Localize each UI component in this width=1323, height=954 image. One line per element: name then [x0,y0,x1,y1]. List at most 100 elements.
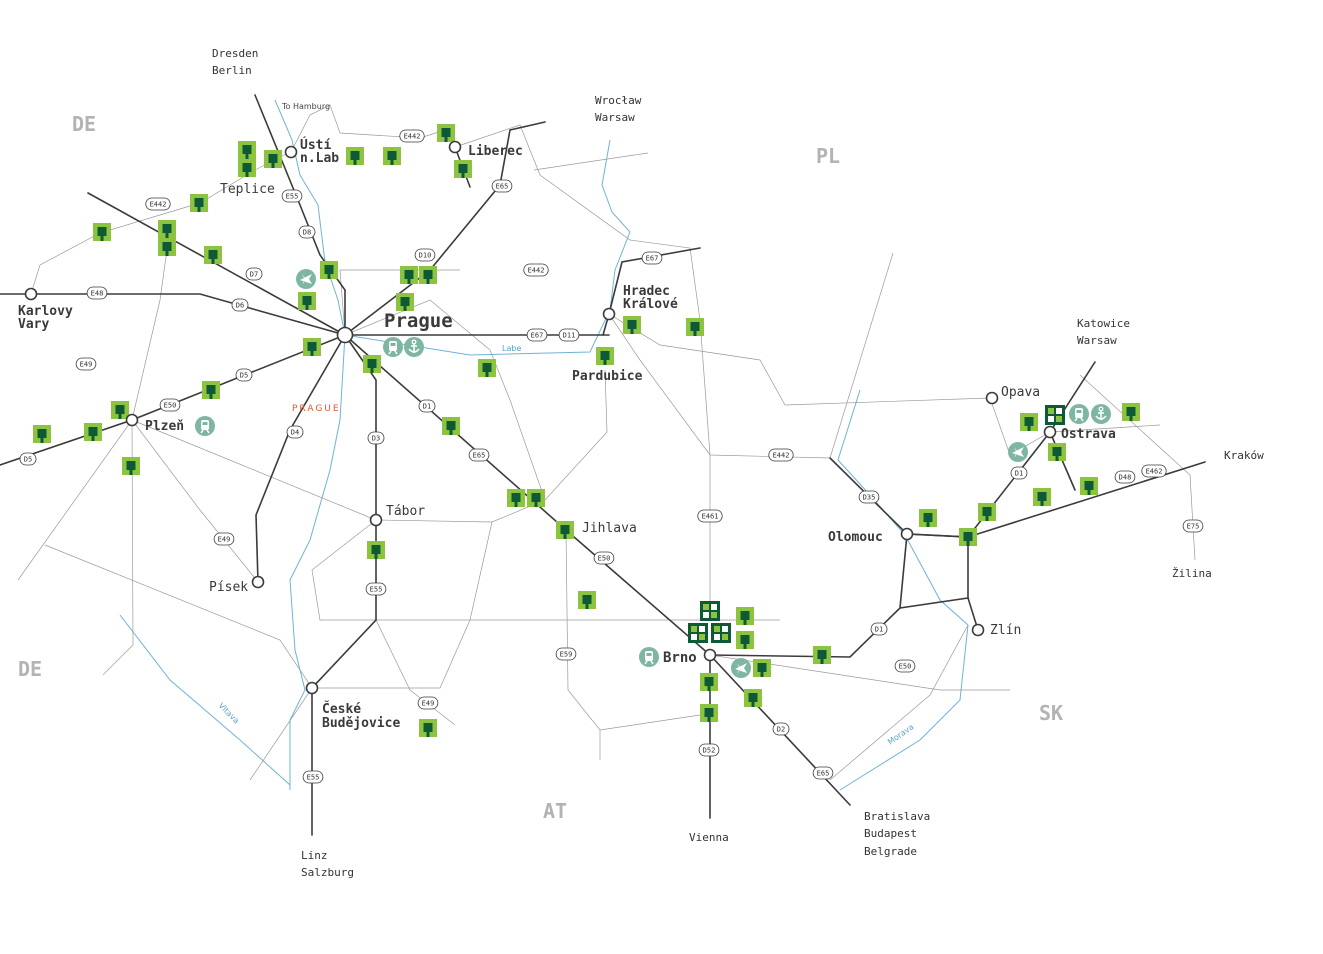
river-label-morava: Morava [886,722,916,746]
dest-krakow: Kraków [1224,449,1264,462]
highway-badge-label: D5 [240,372,248,380]
highway-badge: E49 [213,532,235,546]
train-icon [194,415,216,437]
park-marker [93,223,111,241]
highway-badge: D1 [1010,466,1028,480]
highway-badge-label: D10 [419,252,432,260]
airport-icon [1008,442,1028,462]
park-marker [578,591,596,609]
highway-badge: E442 [399,129,425,143]
highway-badge-label: E442 [404,133,421,141]
city-label-karlovy-1: Karlovy [18,304,73,319]
dest-katowice: Katowice [1077,317,1130,330]
highway-badge-label: E67 [646,255,659,263]
highway-badge-label: E50 [899,663,912,671]
highway-badge: E462 [1141,464,1167,478]
train-icon [1068,403,1090,425]
park-marker [303,338,321,356]
highway-badge: D10 [414,248,436,262]
park-marker [33,425,51,443]
rivers [119,99,969,791]
highway-badge-label: E67 [531,332,544,340]
park-marker [978,503,996,521]
highway-badge: D1 [418,399,436,413]
highway-badge: D7 [245,267,263,281]
park-marker [1080,477,1098,495]
highway-badge-label: D35 [863,494,876,502]
highway-badge-label: E462 [1146,468,1163,476]
city-label-hradec-1: Hradec [623,284,670,299]
highway-badge: D1 [870,622,888,636]
park-marker [320,261,338,279]
park-marker [346,147,364,165]
park-marker [367,541,385,559]
country-label-de-south: DE [18,657,42,681]
city-label-usti-1: Ústí [300,137,331,153]
highway-badge: E442 [145,197,171,211]
park-marker [700,704,718,722]
river-vltava [289,334,346,790]
highway-badge-label: D1 [875,626,883,634]
city-label-prague: Prague [384,310,453,332]
highway-badge-label: E59 [560,651,573,659]
multi-park-marker [700,601,720,621]
highway-badge: D5 [19,452,37,466]
dest-bratislava: Bratislava [864,810,930,823]
highway-badge-label: D11 [563,332,576,340]
highway-badge-label: E442 [773,452,790,460]
park-marker [686,318,704,336]
park-marker [736,631,754,649]
highway-badge-label: E442 [528,267,545,275]
park-marker [959,528,977,546]
city-label-ostrava: Ostrava [1061,427,1116,442]
multi-park-marker [688,623,708,643]
highway-badge-label: D48 [1119,474,1132,482]
highway-badge-label: D7 [250,271,258,279]
city-node-prague [336,326,354,344]
park-marker [396,293,414,311]
highway-badge-label: D1 [1015,470,1023,478]
highway-badge: E50 [593,551,615,565]
city-node-karlovy-vary [24,287,38,301]
park-marker [596,347,614,365]
highway-badge-label: D52 [703,747,716,755]
park-marker [623,316,641,334]
city-label-ceske-2: Budějovice [322,716,400,731]
dest-warsaw-2: Warsaw [1077,334,1117,347]
city-label-usti-2: n.Lab [300,151,339,166]
park-marker [158,220,176,238]
park-marker [1122,403,1140,421]
country-label-pl: PL [816,144,840,168]
highway-badge: E55 [302,770,324,784]
city-label-hradec-2: Králové [623,297,678,312]
highway-badge: E442 [768,448,794,462]
park-marker [753,659,771,677]
highway-badge-label: D5 [24,456,32,464]
highway-badge-label: D6 [236,302,244,310]
highway-badge-label: E49 [218,536,231,544]
dest-salzburg: Salzburg [301,866,354,879]
country-label-sk: SK [1039,701,1063,725]
park-marker [1048,443,1066,461]
park-marker [556,521,574,539]
highway-badge-label: E65 [473,452,486,460]
highway-badge: E67 [641,251,663,265]
river-morava [837,389,969,791]
city-label-jihlava: Jihlava [582,521,637,536]
multi-park-marker [711,623,731,643]
highway-badge: E65 [812,766,834,780]
city-label-zlin: Zlín [990,623,1021,638]
city-label-brno: Brno [663,650,697,666]
park-marker [419,266,437,284]
dest-vienna: Vienna [689,831,729,844]
city-label-tabor: Tábor [386,504,425,519]
highways [0,94,1206,836]
dest-warsaw-1: Warsaw [595,111,635,124]
park-marker [202,381,220,399]
highway-badge-label: D2 [777,726,785,734]
city-labels: Prague Ústí n.Lab Liberec Teplice Karlov… [18,137,1116,731]
highway-badge-label: D3 [372,435,380,443]
park-marker [437,124,455,142]
highway-badge-label: E55 [370,586,383,594]
